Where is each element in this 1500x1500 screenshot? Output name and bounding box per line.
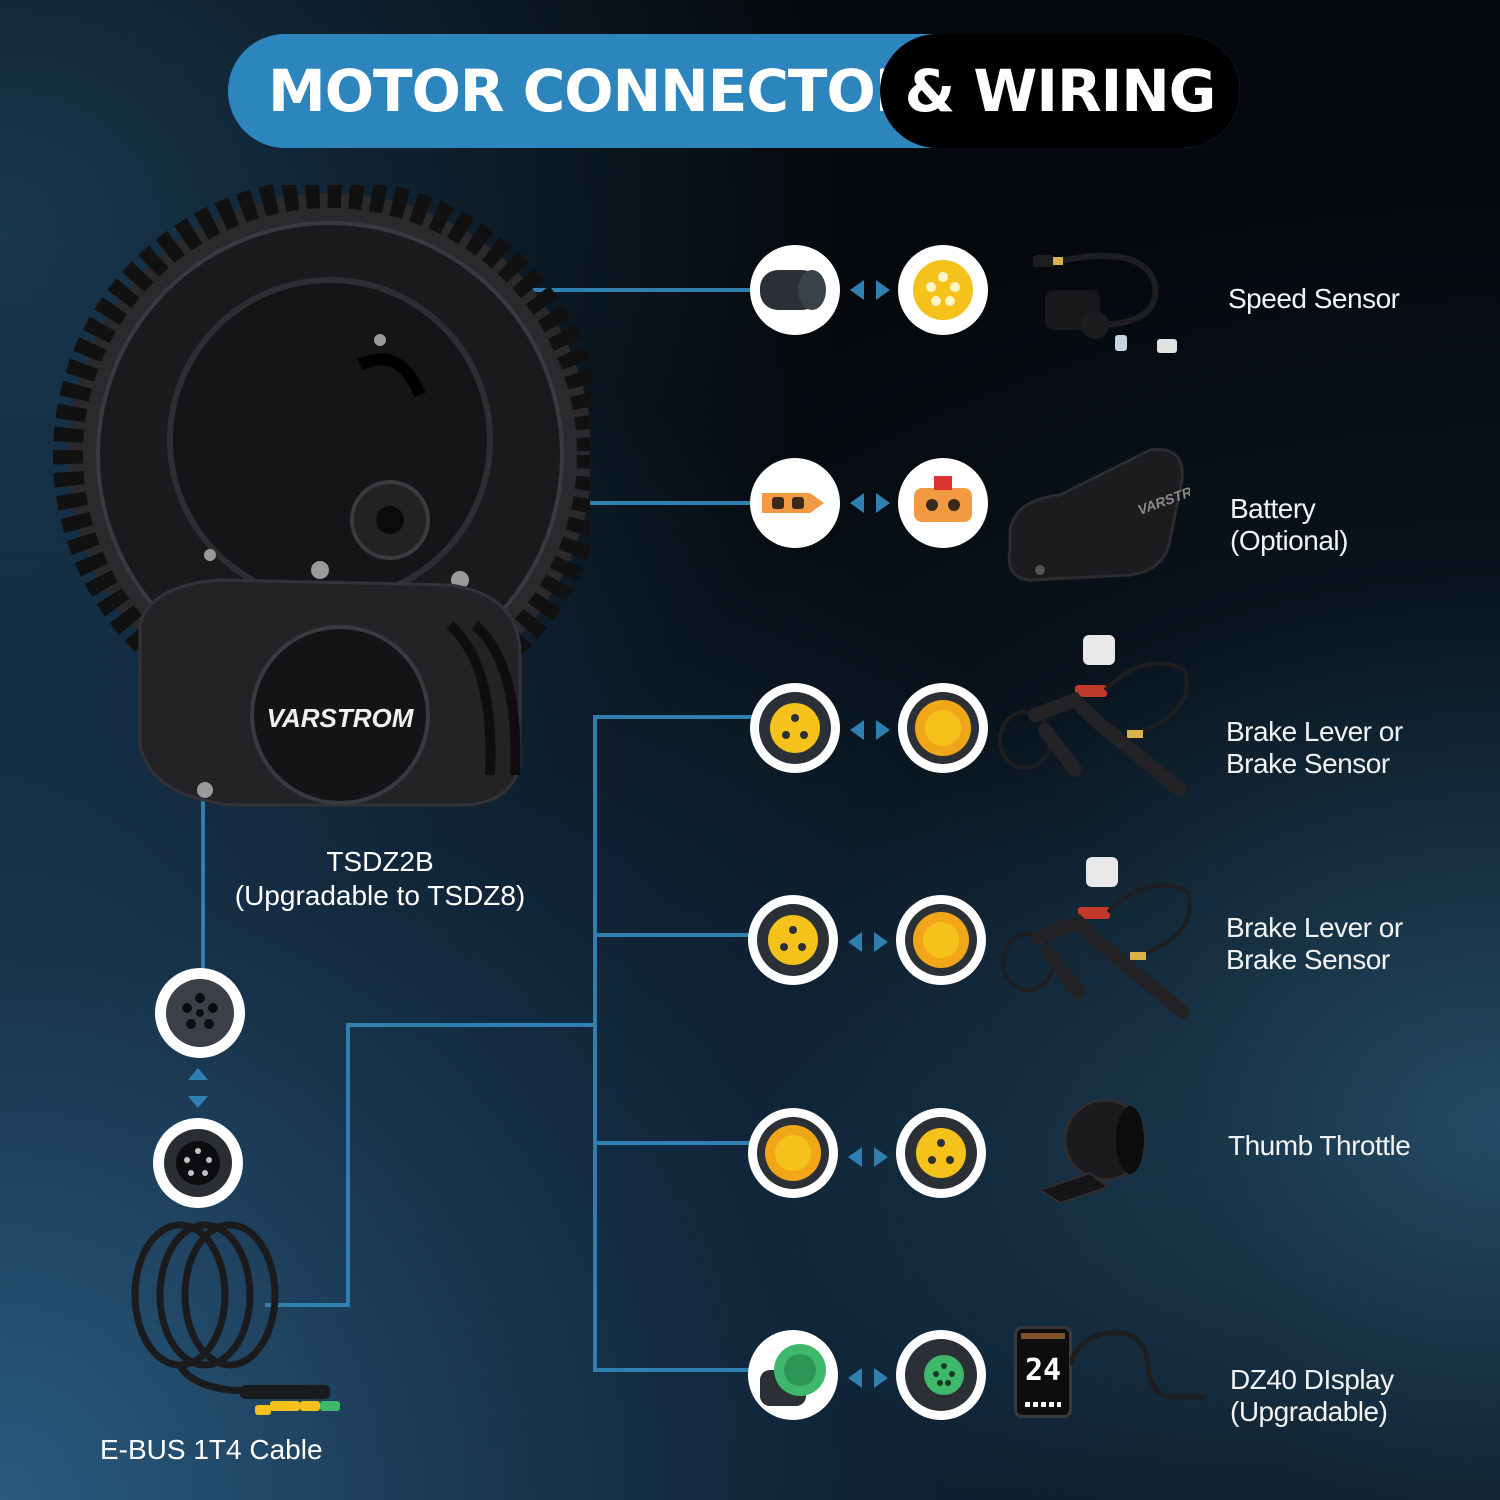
display-cable-illustration (1070, 1330, 1205, 1400)
vertical-double-arrow-icon (188, 1068, 208, 1108)
motor-illustration: VARSTROM (53, 185, 590, 807)
battery-label-note: (Optional) (1230, 525, 1348, 556)
wire-trunk (593, 715, 752, 1372)
display-screen: 24 (1014, 1326, 1072, 1418)
battery-motor-connector (750, 458, 840, 548)
brake-1-label-line2: Brake Sensor (1226, 748, 1390, 779)
motor-brand-logo: VARSTROM (267, 703, 415, 733)
speed-sensor-motor-connector (750, 245, 840, 335)
battery-connector (898, 458, 988, 548)
display-motor-connector (748, 1330, 838, 1420)
component-label-brake-1: Brake Lever or Brake Sensor (1226, 716, 1403, 780)
ebus-cable-illustration (131, 1221, 340, 1415)
motor-model: TSDZ2B (326, 846, 434, 877)
throttle-motor-connector (748, 1108, 838, 1198)
motor-note: (Upgradable to TSDZ8) (234, 880, 526, 911)
brake-2-motor-connector (748, 895, 838, 985)
throttle-connector (896, 1108, 986, 1198)
brake-lever-1-illustration (998, 635, 1189, 797)
cable-male-connector (153, 1118, 243, 1208)
display-battery-bars (1025, 1402, 1061, 1407)
brake-lever-2-illustration (1001, 857, 1192, 1019)
component-label-display: DZ40 DIsplay (Upgradable) (1230, 1364, 1394, 1428)
speed-sensor-connector (898, 245, 988, 335)
display-status-bar (1021, 1333, 1065, 1339)
speed-sensor-label: Speed Sensor (1228, 283, 1400, 314)
brake-1-motor-connector (750, 683, 840, 773)
display-label: DZ40 DIsplay (1230, 1364, 1394, 1395)
title-banner: MOTOR CONNECTOR & WIRING (228, 34, 1240, 148)
double-arrow-icon (850, 720, 890, 740)
brake-2-label-line2: Brake Sensor (1226, 944, 1390, 975)
component-label-brake-2: Brake Lever or Brake Sensor (1226, 912, 1403, 976)
motor-housing-disc (167, 277, 493, 603)
double-arrow-icon (848, 932, 888, 952)
battery-label: Battery (1230, 493, 1316, 524)
component-label-throttle: Thumb Throttle (1228, 1130, 1411, 1162)
brake-2-label: Brake Lever or (1226, 912, 1403, 943)
motor-caption: TSDZ2B (Upgradable to TSDZ8) (200, 845, 560, 913)
brake-2-connector (896, 895, 986, 985)
component-label-speed-sensor: Speed Sensor (1228, 283, 1400, 315)
double-arrow-icon (848, 1368, 888, 1388)
display-speed-readout: 24 (1024, 1353, 1062, 1388)
double-arrow-icon (850, 493, 890, 513)
battery-illustration: VARSTROM (1007, 447, 1190, 582)
display-label-note: (Upgradable) (1230, 1396, 1388, 1427)
brake-1-label: Brake Lever or (1226, 716, 1403, 747)
motor-female-connector (155, 968, 245, 1058)
component-label-battery: Battery (Optional) (1230, 493, 1348, 557)
brake-1-connector (898, 683, 988, 773)
title-right-text: & WIRING (880, 34, 1240, 148)
title-left-text: MOTOR CONNECTOR (268, 57, 919, 125)
speed-sensor-illustration (1033, 252, 1177, 353)
double-arrow-icon (850, 280, 890, 300)
thumb-throttle-illustration (1037, 1098, 1147, 1205)
cable-label: E-BUS 1T4 Cable (100, 1434, 323, 1465)
display-connector (896, 1330, 986, 1420)
wire-cable-link (265, 1023, 595, 1307)
throttle-label: Thumb Throttle (1228, 1130, 1411, 1161)
motor-cover (250, 625, 430, 805)
double-arrow-icon (848, 1147, 888, 1167)
